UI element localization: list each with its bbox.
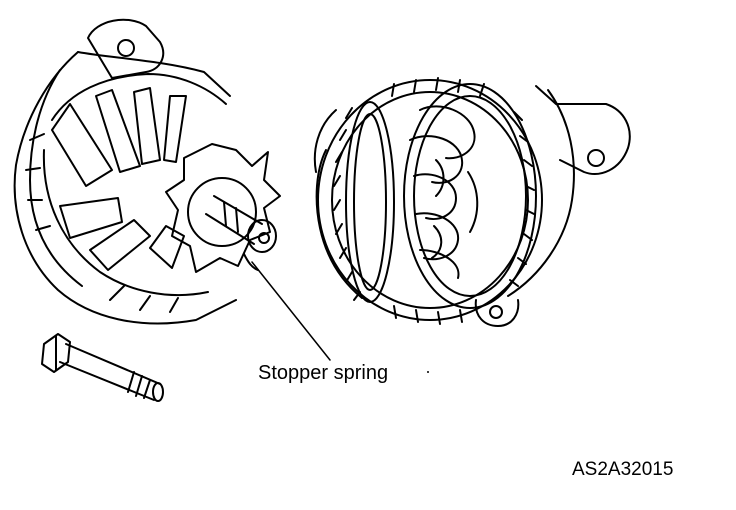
- stray-mark: [427, 371, 429, 373]
- callout-leader-line: [251, 261, 331, 361]
- through-bolt-icon: [41, 333, 164, 402]
- figure-code: AS2A32015: [572, 459, 674, 480]
- front-housing-with-rotor-icon: [13, 18, 281, 325]
- stator-and-rear-housing-icon: [313, 77, 631, 327]
- stopper-spring-label: Stopper spring: [258, 362, 389, 384]
